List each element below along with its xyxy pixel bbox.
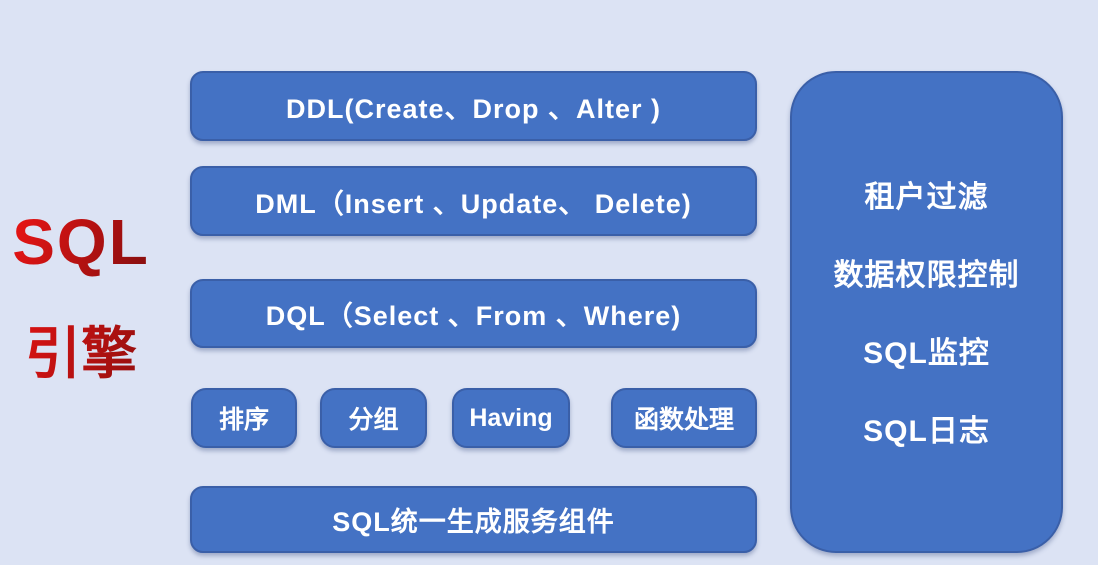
having-clause-label: Having <box>469 403 553 432</box>
group-clause-box: 分组 <box>320 388 427 448</box>
title-line-sql: SQL <box>12 206 150 278</box>
ddl-box-label: DDL(Create、Drop 、Alter ) <box>285 93 662 124</box>
function-clause-label: 函数处理 <box>633 406 734 434</box>
dml-box-label: DML（Insert 、Update、 Delete) <box>255 188 692 219</box>
dml-box: DML（Insert 、Update、 Delete) <box>190 166 757 236</box>
side-panel-item-tenant-filter: 租户过滤 <box>864 181 989 214</box>
side-panel-item-data-permission: 数据权限控制 <box>833 259 1020 292</box>
side-panel-item-sql-monitor: SQL监控 <box>863 337 990 370</box>
sql-engine-title: SQL 引擎 <box>6 205 156 390</box>
dql-box: DQL（Select 、From 、Where) <box>190 279 757 348</box>
function-clause-box: 函数处理 <box>611 388 757 448</box>
sort-clause-box: 排序 <box>191 388 297 448</box>
sql-generation-service-box: SQL统一生成服务组件 <box>190 486 757 553</box>
dql-box-label: DQL（Select 、From 、Where) <box>265 301 682 331</box>
side-panel: 租户过滤 数据权限控制 SQL监控 SQL日志 <box>790 71 1063 553</box>
title-line-engine: 引擎 <box>25 309 137 390</box>
side-panel-item-sql-log: SQL日志 <box>863 415 990 448</box>
sql-generation-service-label: SQL统一生成服务组件 <box>332 507 615 537</box>
having-clause-box: Having <box>452 388 570 448</box>
sort-clause-label: 排序 <box>218 406 269 434</box>
ddl-box: DDL(Create、Drop 、Alter ) <box>190 71 757 141</box>
group-clause-label: 分组 <box>348 406 399 434</box>
